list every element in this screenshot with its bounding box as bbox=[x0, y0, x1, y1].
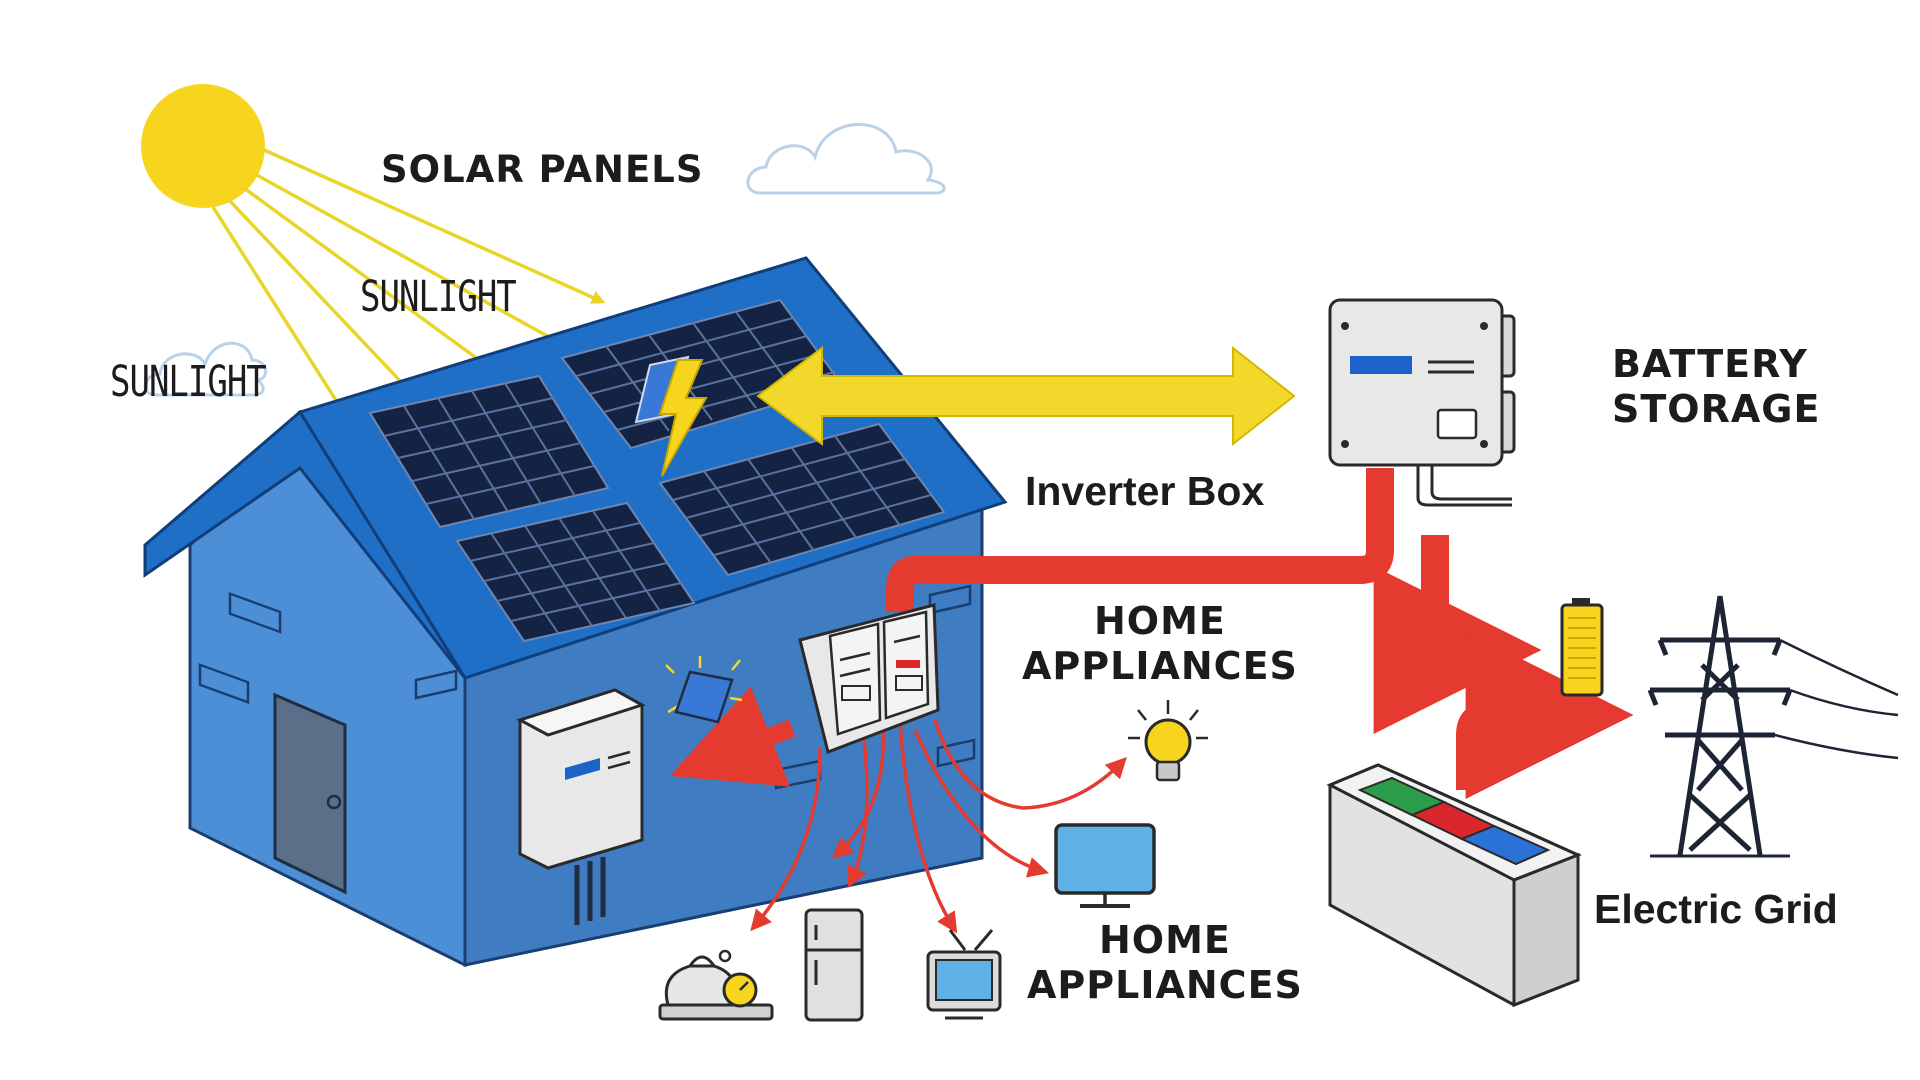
television-icon bbox=[926, 929, 1002, 1020]
cloud-icon bbox=[143, 341, 268, 397]
appliance-feed-lines bbox=[750, 719, 1127, 934]
battery-icon bbox=[1560, 598, 1604, 697]
home-appliances-bottom-line1: HOME bbox=[1099, 918, 1231, 962]
refrigerator-icon bbox=[804, 908, 864, 1022]
lightbulb-icon bbox=[1128, 700, 1208, 782]
transmission-tower-icon bbox=[1647, 595, 1899, 858]
battery-storage-line2: STORAGE bbox=[1612, 386, 1821, 431]
home-appliances-bottom-label: HOME APPLIANCES bbox=[1027, 918, 1303, 1008]
home-appliances-line1: HOME bbox=[1094, 599, 1226, 643]
inverter-box-icon bbox=[1328, 298, 1516, 507]
monitor-icon bbox=[1054, 823, 1156, 908]
power-flow-arrows bbox=[669, 468, 1634, 799]
home-appliances-bottom-line2: APPLIANCES bbox=[1027, 962, 1303, 1007]
sun-icon bbox=[141, 84, 265, 208]
electric-grid-label: Electric Grid bbox=[1594, 886, 1838, 932]
home-appliances-label: HOME APPLIANCES bbox=[1022, 599, 1298, 689]
sunlight-side-label: SUNLIGHT bbox=[110, 357, 267, 407]
solar-panel-icon bbox=[665, 656, 743, 724]
kitchen-appliance-icon bbox=[658, 949, 774, 1021]
exchange-arrow bbox=[756, 345, 1296, 447]
cloud-icon bbox=[746, 123, 946, 195]
sunlight-label: SUNLIGHT bbox=[360, 272, 517, 322]
inverter-box-label: Inverter Box bbox=[1025, 468, 1265, 514]
breaker-panel-icon bbox=[798, 603, 940, 755]
lightning-icon bbox=[658, 359, 708, 477]
battery-bank-icon bbox=[1326, 763, 1582, 1008]
wall-battery-unit-icon bbox=[516, 688, 646, 925]
home-appliances-line2: APPLIANCES bbox=[1022, 643, 1298, 688]
roof bbox=[143, 256, 1008, 683]
solar-panels-label: SOLAR PANELS bbox=[381, 148, 704, 191]
battery-storage-label: BATTERY STORAGE bbox=[1612, 342, 1820, 432]
battery-storage-line1: BATTERY bbox=[1612, 342, 1808, 386]
